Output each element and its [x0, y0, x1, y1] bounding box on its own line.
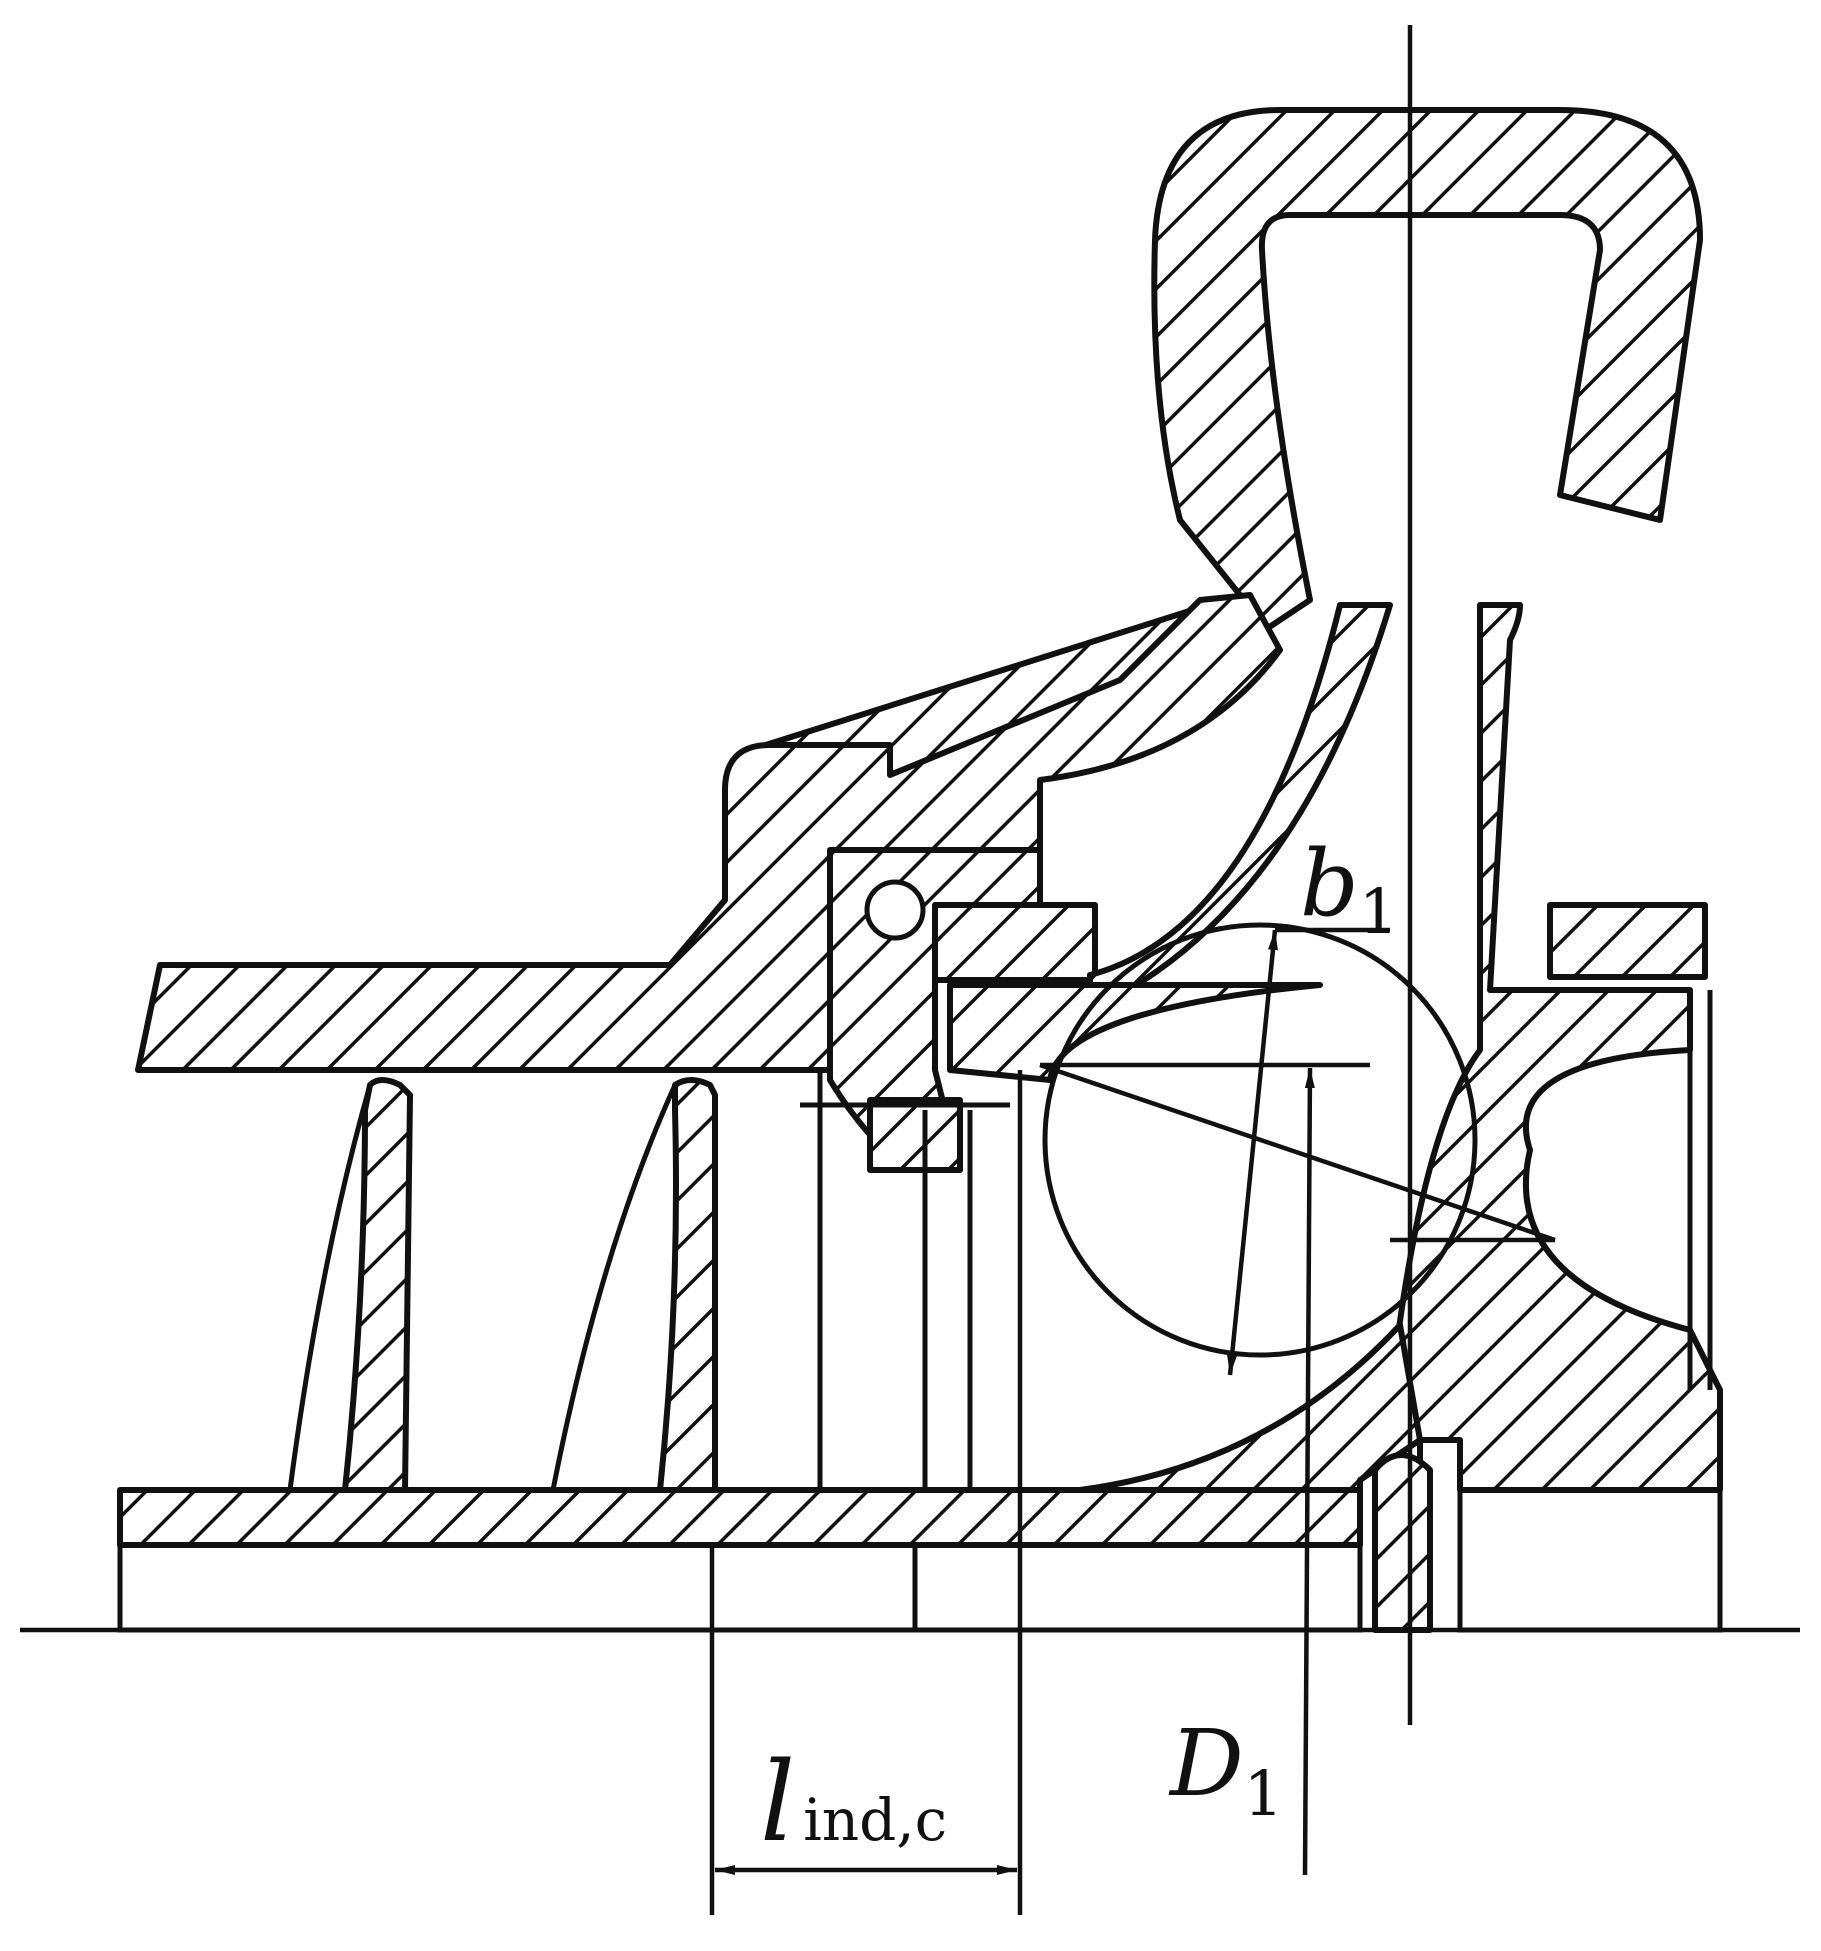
b1-dimension-line — [1227, 929, 1278, 1376]
label-D1: D1 — [1168, 1710, 1283, 1830]
d1-dimension-line — [1302, 1067, 1315, 1876]
inducer-vane-1 — [342, 1077, 413, 1493]
base-lower-block — [117, 1542, 1363, 1633]
inducer-blade-edge-2 — [550, 1083, 678, 1491]
ring-piece — [932, 902, 1098, 983]
ring-piece-lower — [867, 1097, 963, 1173]
o-ring — [864, 879, 926, 941]
bearing-block — [1547, 902, 1708, 980]
impeller-back-shroud — [1372, 602, 1723, 1493]
inducer-vane-2 — [657, 1077, 718, 1493]
base-plate — [117, 1487, 1363, 1548]
label-b1: b1 — [1300, 830, 1398, 948]
inducer-blade-edge-1 — [287, 1084, 373, 1491]
b1-extension-line — [1039, 1062, 1556, 1243]
shaft-sleeve — [1372, 1452, 1433, 1633]
right-lower-block — [1457, 1487, 1723, 1633]
casing-flange — [135, 592, 1283, 1073]
